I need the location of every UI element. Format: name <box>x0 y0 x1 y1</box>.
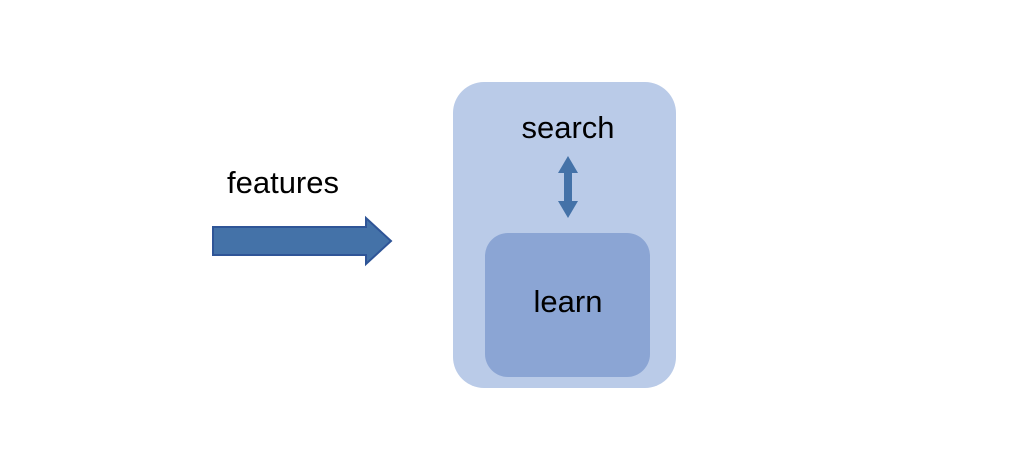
learn-label: learn <box>533 284 603 319</box>
right-block-arrow-icon <box>212 215 393 267</box>
up-down-double-arrow-shape <box>558 156 578 218</box>
learn-box <box>485 233 650 377</box>
features-label: features <box>226 165 339 200</box>
up-down-double-arrow-icon <box>558 156 578 218</box>
search-label: search <box>521 110 615 145</box>
right-block-arrow-shape <box>212 215 393 267</box>
